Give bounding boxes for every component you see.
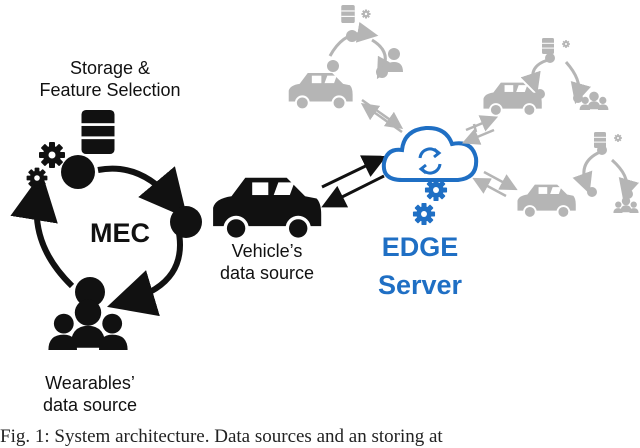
edge-label-line2: Server	[377, 270, 463, 300]
vehicle-edge-arrows	[321, 155, 387, 208]
mec-node-vehicle	[170, 206, 202, 238]
database-icon	[341, 4, 355, 23]
car-icon	[483, 82, 542, 117]
cycle-arrow-top	[97, 165, 188, 219]
storage-label: Storage & Feature Selection	[35, 57, 185, 101]
gear-icon	[39, 142, 65, 168]
car-icon	[517, 184, 576, 219]
gear-icon	[361, 9, 371, 19]
cycle-arrow-right	[107, 227, 183, 317]
vehicle-label-line2: data source	[219, 263, 315, 283]
figure-caption: Fig. 1: System architecture. Data source…	[0, 426, 443, 447]
mec-label: MEC	[90, 218, 150, 248]
mec-cycle	[10, 110, 322, 350]
database-icon	[81, 110, 115, 154]
edge-server-label: EDGE Server	[360, 228, 480, 304]
storage-label-line2: Feature Selection	[39, 80, 181, 100]
peer-cluster-right-bottom	[517, 132, 639, 219]
person-icon	[385, 48, 403, 72]
mec-node-storage	[61, 155, 95, 189]
cycle-arrow-left	[10, 172, 75, 289]
wearables-label: Wearables’ data source	[20, 372, 160, 416]
sync-arrows-icon	[418, 147, 442, 175]
peer-cluster-right-top	[483, 38, 609, 117]
edge-server	[381, 125, 479, 226]
database-icon	[594, 132, 606, 148]
car-icon	[288, 72, 353, 111]
gear-icon	[562, 40, 570, 48]
edge-label-line1: EDGE	[381, 232, 459, 262]
database-icon	[542, 38, 554, 54]
peer-link-arrows	[360, 98, 518, 198]
mec-node-wearables	[75, 277, 105, 307]
car-icon	[213, 177, 322, 242]
gear-icon	[26, 167, 48, 189]
cloud-sync-icon	[381, 125, 479, 182]
people-icon	[48, 299, 128, 350]
vehicle-label-line1: Vehicle’s	[231, 241, 303, 261]
wearables-label-line1: Wearables’	[45, 373, 135, 393]
peer-cluster-top	[288, 4, 403, 111]
storage-label-line1: Storage &	[69, 58, 151, 78]
gear-icon	[424, 178, 448, 202]
gear-icon	[412, 202, 436, 226]
gear-icon	[614, 134, 622, 142]
people-icon	[579, 91, 609, 110]
vehicle-label: Vehicle’s data source	[202, 240, 332, 284]
wearables-label-line2: data source	[42, 395, 138, 415]
people-icon	[613, 196, 639, 213]
